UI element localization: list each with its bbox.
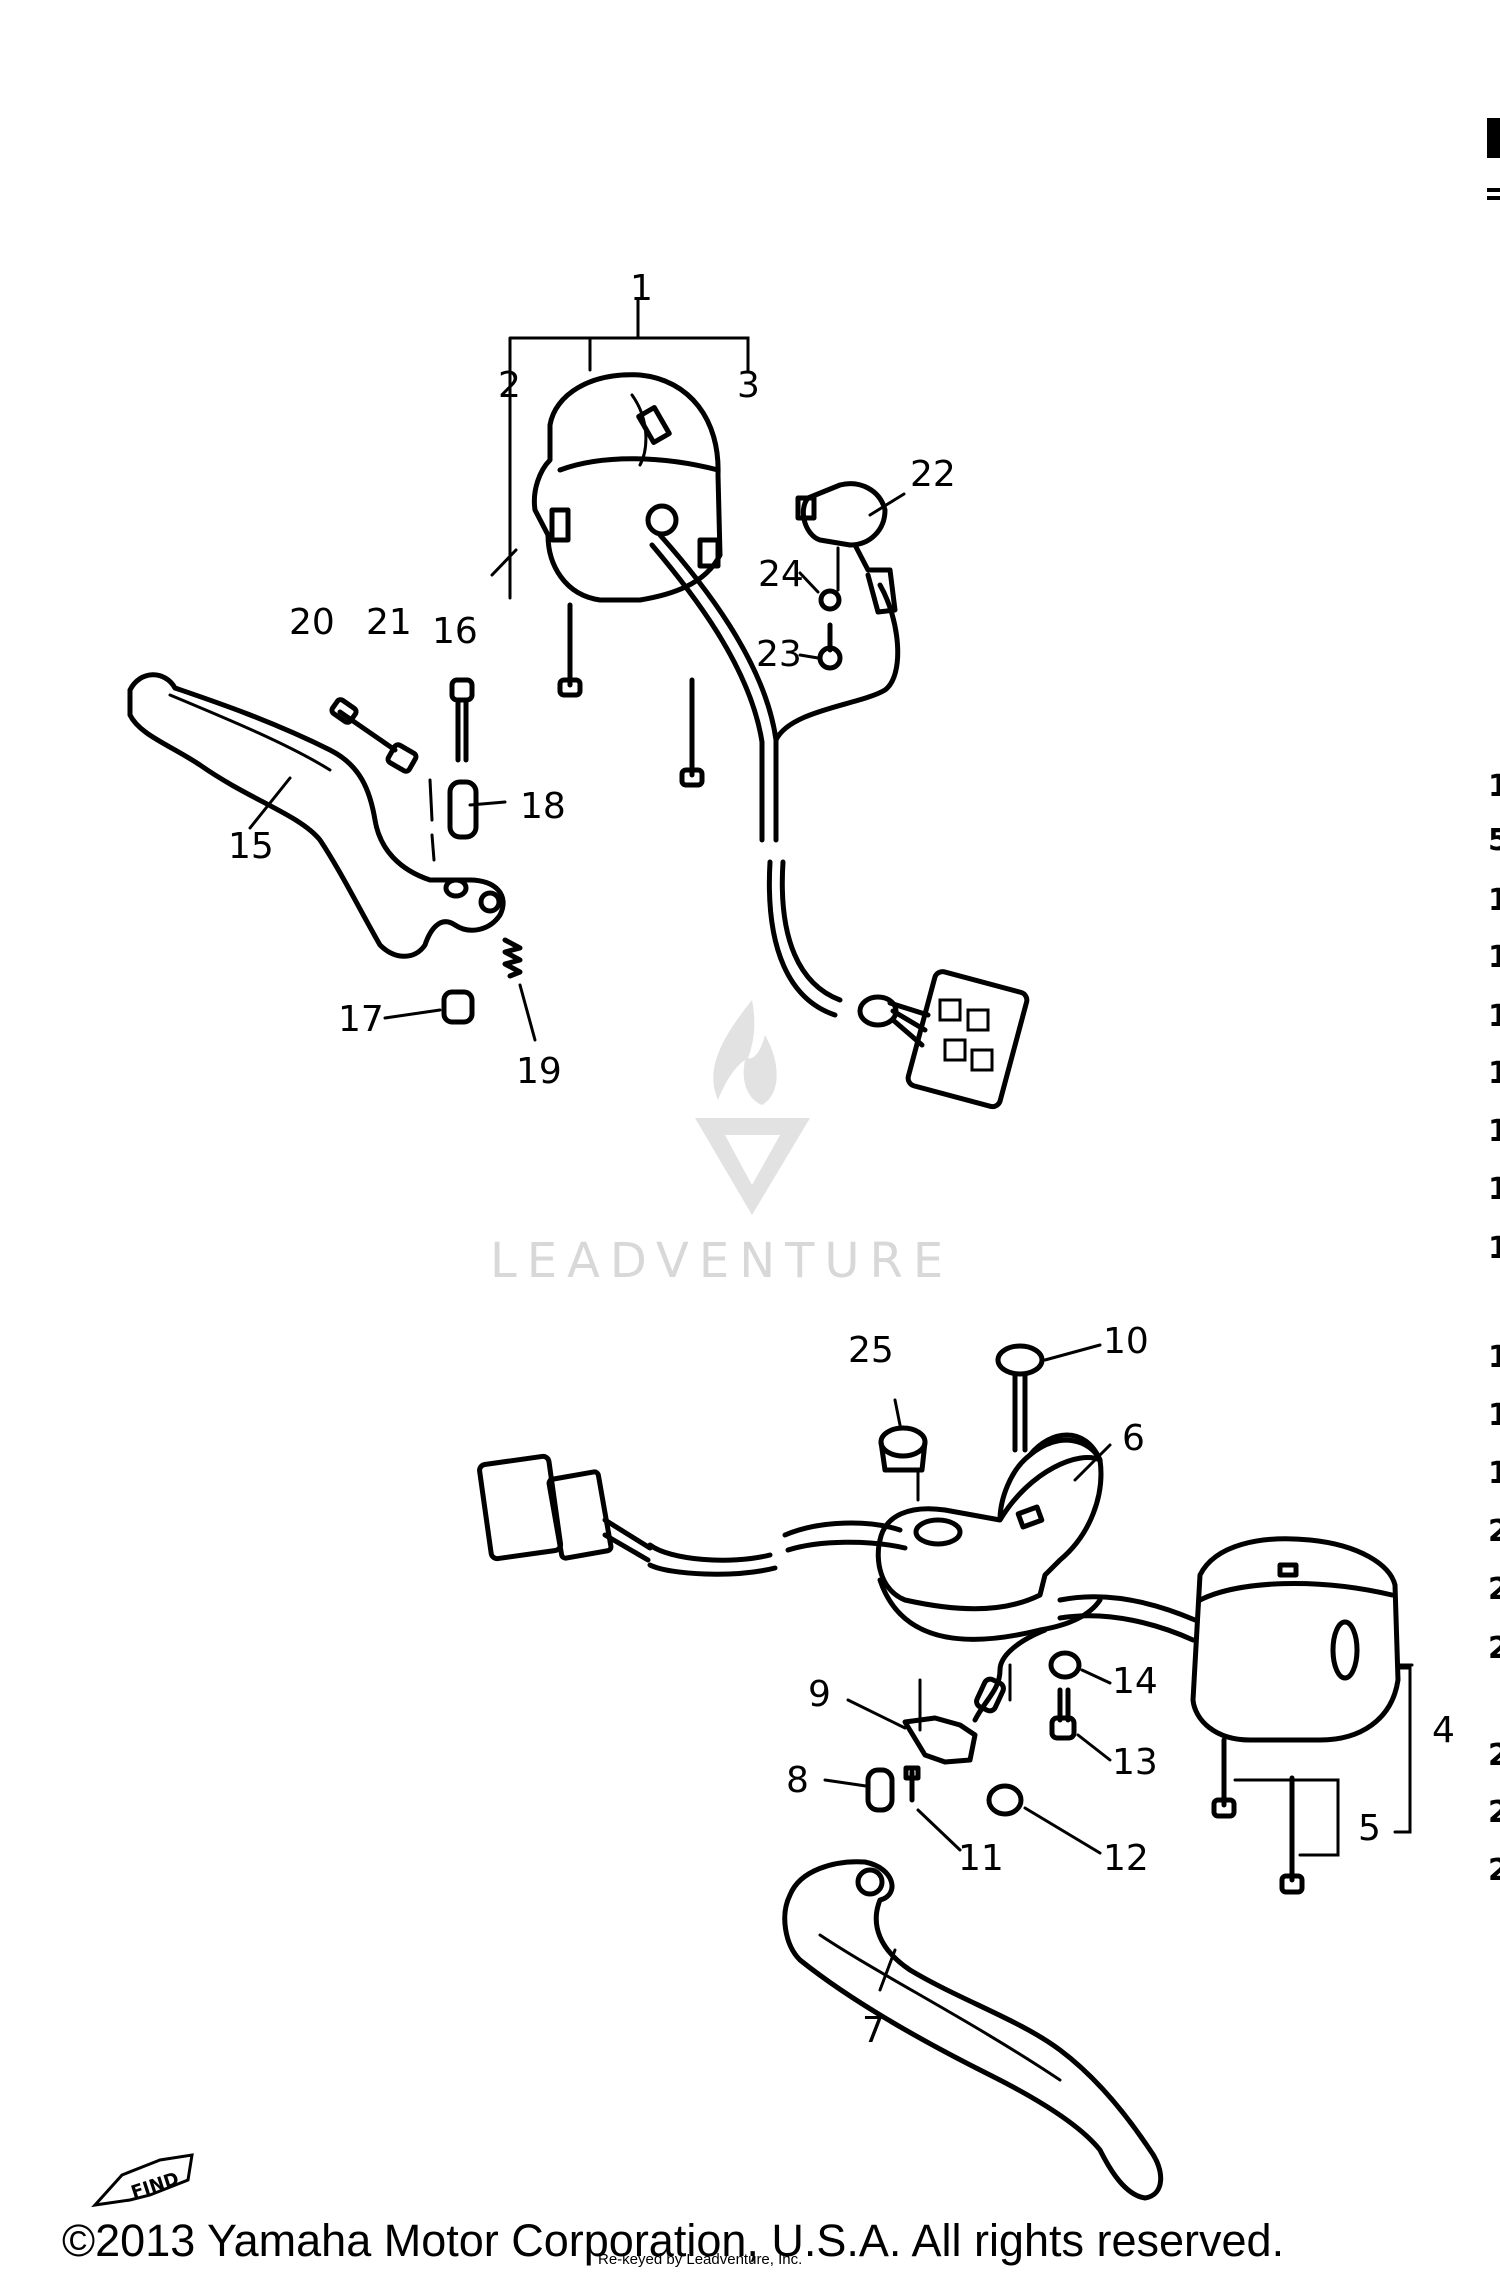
callout-9: 9 (808, 1674, 831, 1715)
edge-glyph: 1 (1488, 1456, 1500, 1491)
callout-4: 4 (1432, 1710, 1455, 1751)
edge-glyph: 1 (1488, 769, 1500, 804)
flame-logo-icon (713, 1000, 777, 1105)
edge-glyph: 2 (1488, 1572, 1500, 1607)
right-edge-fragments: 1 5 1 1 1 1 1 1 1 1 1 1 2 2 2 2 2 2 (1487, 118, 1500, 1888)
find-logo-text: FIND (129, 2168, 182, 2203)
callout-15: 15 (228, 826, 274, 867)
reprint-note: Re-keyed by Leadventure, Inc. (598, 2251, 802, 2268)
edge-glyph: 2 (1488, 1631, 1500, 1666)
callout-20: 20 (289, 602, 335, 643)
callout-10: 10 (1103, 1321, 1149, 1362)
leadventure-watermark: LEADVENTURE (490, 1000, 953, 1289)
callout-11: 11 (958, 1838, 1004, 1879)
callout-7: 7 (862, 2010, 885, 2051)
find-logo: FIND (91, 2153, 194, 2208)
callout-19: 19 (516, 1051, 562, 1092)
copyright-notice: ©2013 Yamaha Motor Corporation, U.S.A. A… (62, 2215, 1284, 2266)
callout-6: 6 (1122, 1418, 1145, 1459)
lower-switch-assembly (477, 1343, 1414, 2201)
edge-glyph: 5 (1488, 823, 1500, 858)
callout-23: 23 (756, 634, 802, 675)
edge-glyph: 2 (1488, 1853, 1500, 1888)
callout-8: 8 (786, 1760, 809, 1801)
edge-glyph: 1 (1488, 883, 1500, 918)
callout-1: 1 (630, 268, 653, 309)
edge-glyph: 2 (1488, 1738, 1500, 1773)
edge-glyph: 1 (1488, 1340, 1500, 1375)
watermark-brand: LEADVENTURE (490, 1233, 953, 1289)
callout-24: 24 (758, 554, 804, 595)
callout-13: 13 (1112, 1742, 1158, 1783)
edge-glyph: 1 (1488, 1231, 1500, 1266)
leader-lines (248, 492, 1112, 1992)
callout-21: 21 (366, 602, 412, 643)
v-logo-icon (695, 1118, 810, 1215)
edge-glyph: 1 (1488, 999, 1500, 1034)
edge-glyph: 1 (1488, 1398, 1500, 1433)
edge-glyph: 1 (1488, 1114, 1500, 1149)
callout-16: 16 (432, 611, 478, 652)
edge-glyph: 1 (1488, 1056, 1500, 1091)
callout-18: 18 (520, 786, 566, 827)
callout-14: 14 (1112, 1661, 1158, 1702)
callout-22: 22 (910, 454, 956, 495)
find-logo-icon (91, 2153, 194, 2208)
upper-switch-assembly (508, 298, 1030, 1110)
callout-5: 5 (1358, 1808, 1381, 1849)
callout-3: 3 (737, 365, 760, 406)
callout-2: 2 (498, 365, 521, 406)
edge-glyph: 2 (1488, 1514, 1500, 1549)
callout-17: 17 (338, 999, 384, 1040)
edge-glyph: 1 (1488, 940, 1500, 975)
edge-glyph: 2 (1488, 1795, 1500, 1830)
upper-lever-assembly (127, 672, 523, 1025)
callout-25: 25 (848, 1330, 894, 1371)
edge-glyph: 1 (1488, 1172, 1500, 1207)
callouts: 1 2 3 22 24 23 20 21 16 18 15 17 19 25 1… (228, 268, 1455, 2051)
callout-12: 12 (1103, 1838, 1149, 1879)
